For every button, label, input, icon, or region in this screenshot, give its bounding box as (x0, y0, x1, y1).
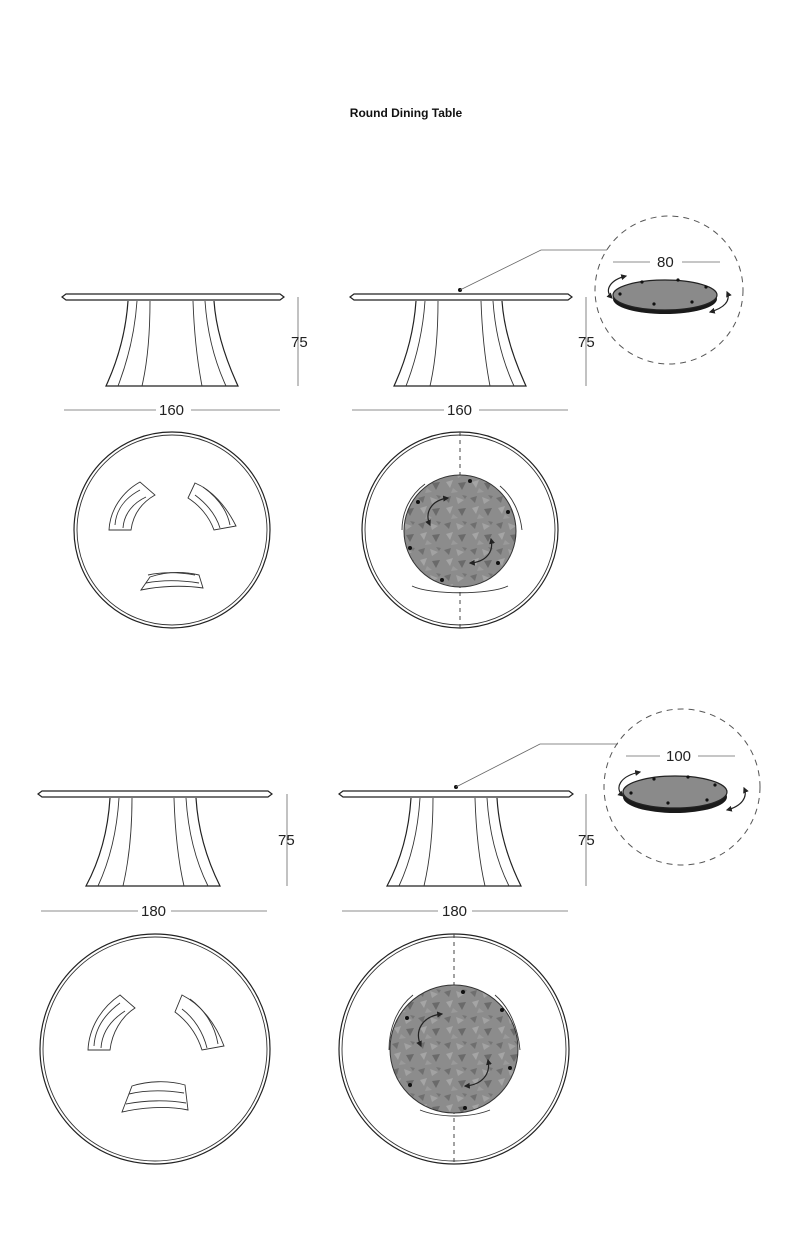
height-label: 75 (278, 832, 295, 849)
rotation-arrow-icon (463, 1058, 492, 1089)
rotation-arrow-icon (468, 537, 495, 566)
plan-view-standard (39, 933, 271, 1165)
rotation-arrow-icon (617, 770, 642, 797)
diameter-label: 160 (159, 402, 184, 419)
lazy-susan-detail: 80 (594, 215, 744, 365)
lazy-susan-diameter-label: 100 (666, 748, 691, 765)
plan-view-lazy-susan (338, 933, 570, 1165)
rotation-arrow-icon (606, 274, 628, 299)
config-180: 75 180 75 180 100 (37, 708, 761, 1165)
diameter-label: 180 (442, 903, 467, 920)
plan-view-lazy-susan (361, 431, 559, 629)
rotation-arrow-icon (416, 1011, 444, 1048)
side-view-standard: 75 160 (61, 293, 308, 419)
height-label: 75 (291, 334, 308, 351)
page-title: Round Dining Table (349, 106, 463, 120)
height-label: 75 (578, 334, 595, 351)
side-view-standard: 75 180 (37, 790, 295, 920)
lazy-susan-detail: 100 (603, 708, 761, 866)
side-view-lazy-susan: 75 160 (349, 249, 607, 419)
rotation-arrow-icon (725, 786, 749, 812)
diameter-label: 160 (447, 402, 472, 419)
rotation-arrow-icon (708, 290, 732, 314)
diameter-label: 180 (141, 903, 166, 920)
side-view-lazy-susan: 75 180 (338, 743, 618, 920)
lazy-susan-diameter-label: 80 (657, 254, 674, 271)
rotation-arrow-icon (425, 495, 450, 527)
config-160: 75 160 75 160 80 (61, 215, 744, 629)
height-label: 75 (578, 832, 595, 849)
plan-view-standard (73, 431, 271, 629)
